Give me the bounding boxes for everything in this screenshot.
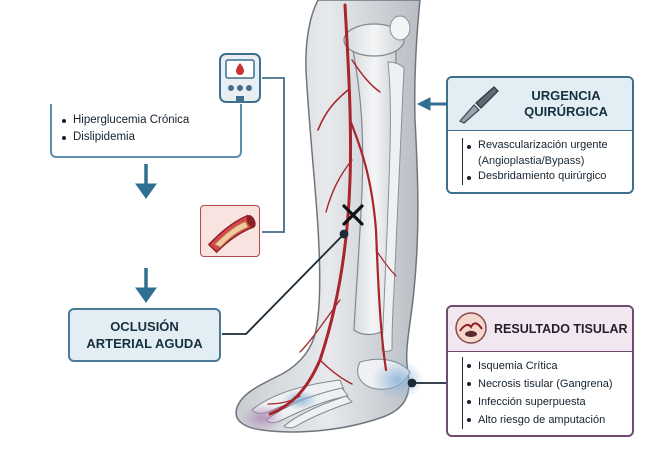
surgical-urgency-box: URGENCIA QUIRÚRGICA Revascularización ur… [446, 76, 634, 194]
surgical-urgency-list: Revascularización urgente (Angioplastia/… [462, 138, 608, 185]
urgency-item-revascularization: Revascularización urgente [467, 138, 608, 154]
acute-occlusion-box: OCLUSIÓN ARTERIAL AGUDA [68, 308, 221, 362]
risk-factor-item: Hiperglucemia Crónica [62, 112, 240, 129]
patella [389, 15, 411, 41]
surgical-urgency-header: URGENCIA QUIRÚRGICA [448, 78, 632, 131]
heel-ischemia [372, 360, 424, 400]
urgency-item-revascularization-detail: (Angioplastia/Bypass) [478, 154, 585, 167]
acute-occlusion-title: OCLUSIÓN ARTERIAL AGUDA [86, 319, 203, 351]
tissue-result-list: Isquemia Crítica Necrosis tisular (Gangr… [462, 357, 613, 429]
risk-factors-box: Hiperglucemia Crónica Dislipidemia [50, 104, 242, 158]
knee-joint [343, 23, 405, 57]
flow-arrows [135, 97, 446, 303]
result-item: Isquemia Crítica [467, 357, 613, 375]
artery-plaque-icon [200, 205, 260, 257]
result-item: Alto riesgo de amputación [467, 411, 613, 429]
x-mark-icon [342, 204, 364, 226]
result-item: Infección superpuesta [467, 393, 613, 411]
glucometer-connector [262, 77, 285, 233]
risk-factors-list: Hiperglucemia Crónica Dislipidemia [62, 112, 240, 146]
risk-factor-item: Dislipidemia [62, 129, 240, 146]
urgency-item-debridement: Desbridamiento quirúrgico [467, 169, 608, 185]
surgical-urgency-title: URGENCIA QUIRÚRGICA [524, 88, 608, 119]
tissue-result-header: RESULTADO TISULAR [448, 307, 632, 352]
tissue-result-box: RESULTADO TISULAR Isquemia Crítica Necro… [446, 305, 634, 437]
fibula-bone [381, 61, 405, 352]
connector-lines [222, 229, 446, 388]
glucometer-icon [219, 53, 261, 103]
tissue-result-title: RESULTADO TISULAR [494, 322, 628, 336]
necrotic-tissue-icon [455, 312, 487, 344]
result-item: Necrosis tisular (Gangrena) [467, 375, 613, 393]
scalpel-icon [459, 86, 499, 124]
toe-ischemia [240, 404, 284, 432]
